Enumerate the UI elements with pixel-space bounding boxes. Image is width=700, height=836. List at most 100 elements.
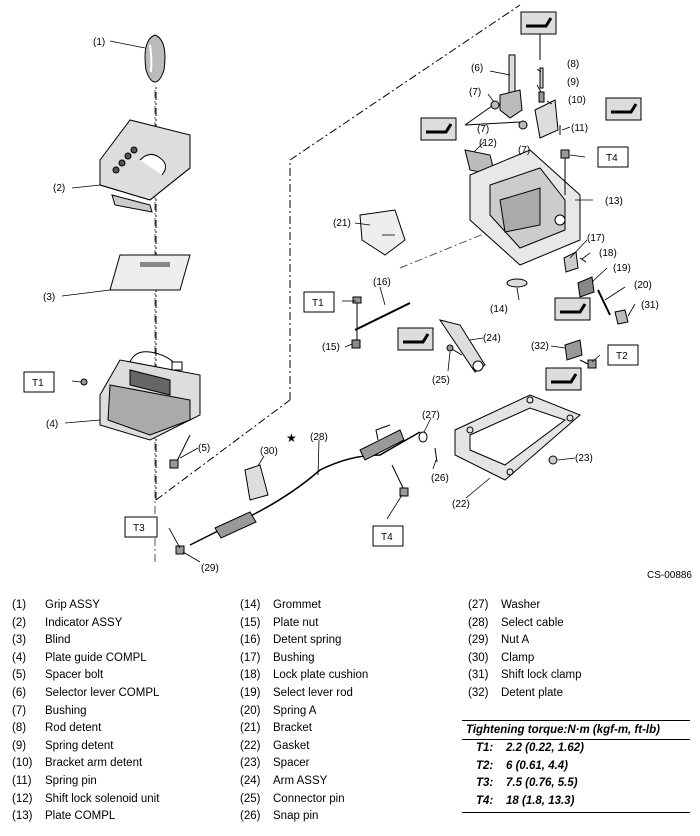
legend-item: (13)Plate COMPL (12, 808, 159, 826)
bushing-part (490, 100, 500, 110)
legend-item: (17)Bushing (240, 650, 368, 668)
legend-item-number: (30) (468, 651, 489, 664)
detent-spring-part (354, 302, 411, 331)
star-marker: ★ (286, 431, 297, 445)
grease-symbol-group (397, 11, 642, 391)
grease-symbol (554, 297, 591, 321)
legend-item-number: (6) (12, 686, 27, 699)
legend-item-label: Washer (501, 599, 541, 611)
callout: (18) (599, 248, 617, 259)
legend-item: (10)Bracket arm detent (12, 755, 159, 773)
torque-value: 2.2 (0.22, 1.62) (506, 742, 584, 754)
callout: (1) (93, 37, 105, 48)
legend-item: (23) Spacer (240, 755, 368, 773)
torque-value: 7.5 (0.76, 5.5) (506, 777, 578, 790)
legend-item-label: Arm ASSY (273, 774, 328, 787)
legend-item: (1)Grip ASSY (12, 597, 159, 615)
legend-item-label: Nut A (501, 634, 530, 647)
legend-item: (14)Grommet (240, 597, 368, 615)
detent-plate-part (564, 339, 583, 361)
callout: (19) (613, 263, 631, 274)
callout: (20) (634, 280, 652, 291)
legend-item-label: Grommet (273, 599, 321, 611)
legend-item-number: (21) (240, 722, 261, 735)
torque-box-label: T3 (133, 523, 145, 534)
callout: (14) (490, 304, 508, 315)
legend-item: (32)Detent plate (468, 685, 582, 703)
legend-item: (22)Gasket (240, 738, 368, 756)
legend-item-label: Plate COMPL (45, 810, 116, 823)
legend-column-2: (14)Grommet(15)Plate nut(16) Detent sprin… (240, 597, 368, 826)
legend-item-number: (17) (240, 651, 261, 664)
torque-box-label: T1 (32, 378, 44, 389)
legend-item-number: (11) (12, 774, 32, 787)
callout: (32) (531, 341, 549, 352)
legend-item: (19)Select lever rod (240, 685, 368, 703)
legend-item: (16) Detent spring (240, 632, 368, 650)
legend-column-3: (27)Washer(28)Select cable(29)Nut A(30)C… (468, 597, 582, 703)
legend-item-label: Shift lock solenoid unit (45, 792, 160, 805)
callout: (11) (571, 123, 588, 134)
snap-pin-part (434, 447, 438, 463)
callout: (21) (333, 218, 351, 229)
grease-symbol (545, 367, 582, 391)
legend-item: (28) Select cable (468, 615, 582, 633)
torque-key: T1: (476, 742, 494, 754)
legend-item: (20)Spring A (240, 703, 368, 721)
callout: (16) (373, 277, 391, 288)
legend-item-label: Rod detent (45, 722, 102, 735)
legend-item-label: Connector pin (273, 792, 345, 805)
torque-box-label: T4 (381, 532, 393, 543)
legend-item-label: Select cable (501, 616, 564, 629)
callout: (27) (422, 410, 440, 421)
legend-item-label: Spacer bolt (45, 669, 104, 682)
torque-row: T1: 2.2 (0.22, 1.62) (462, 740, 690, 758)
bushing-part (563, 251, 579, 273)
legend-item-label: Spacer (273, 757, 310, 770)
plate-compl-part (469, 149, 581, 266)
callout: (29) (201, 563, 219, 574)
legend-item-number: (20) (240, 704, 261, 717)
legend-item-number: (8) (12, 722, 27, 735)
legend-item: (21)Bracket (240, 720, 368, 738)
tightening-torque-table: Tightening torque:N·m (kgf-m, ft-lb) T1:… (462, 720, 690, 814)
legend-item: (27)Washer (468, 597, 582, 615)
legend-item: (31)Shift lock clamp (468, 667, 582, 685)
select-lever-rod-part (577, 276, 595, 298)
callout: (2) (53, 183, 65, 194)
torque-box-label: T1 (312, 298, 324, 309)
bolt-part (579, 359, 597, 369)
legend-item: (11) Spring pin (12, 773, 159, 791)
torque-row: T3:7.5 (0.76, 5.5) (462, 775, 690, 793)
legend-item-number: (25) (240, 792, 261, 805)
bracket-arm-detent-part (534, 99, 559, 139)
legend-item-label: Detent spring (273, 634, 342, 647)
legend-item: (7)Bushing (12, 703, 159, 721)
figure-code: CS-00886 (646, 570, 692, 581)
legend-item-number: (7) (12, 704, 27, 717)
legend-item-number: (29) (468, 634, 489, 647)
grease-symbol (520, 11, 557, 35)
legend-item-number: (4) (12, 651, 27, 664)
legend-item-number: (16) (240, 634, 261, 647)
legend-item: (3)Blind (12, 632, 159, 650)
legend-item-number: (15) (240, 616, 261, 629)
callout: (23) (575, 453, 593, 464)
legend-item: (26)Snap pin (240, 808, 368, 826)
legend-item-number: (23) (240, 757, 261, 770)
spacer-bolt-part (169, 434, 191, 469)
legend-item-label: Spring pin (45, 774, 97, 787)
clamp-part (244, 464, 269, 501)
torque-key: T2: (476, 759, 494, 772)
plate-guide-compl-part (99, 351, 201, 441)
legend-item: (15)Plate nut (240, 615, 368, 633)
shift-lock-clamp-part (614, 309, 629, 325)
callout: (12) (479, 138, 497, 149)
callout: (22) (452, 499, 470, 510)
lock-plate-cushion-part (579, 257, 587, 263)
callout: (31) (641, 300, 659, 311)
bracket-part (359, 209, 406, 256)
legend-item-label: Bracket arm detent (45, 757, 143, 770)
torque-boxes: T1 T1 T3 T4 T4 T2 (23, 146, 639, 547)
legend-item-number: (28) (468, 616, 489, 629)
